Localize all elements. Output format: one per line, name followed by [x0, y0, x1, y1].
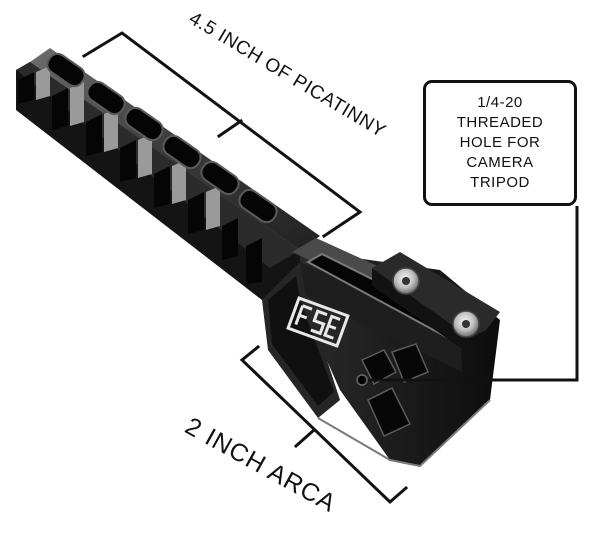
- callout-leader-line: [368, 206, 579, 382]
- callout-line: 1/4-20: [477, 94, 523, 111]
- screw-icon: [392, 267, 420, 295]
- callout-line: HOLE FOR: [459, 134, 541, 151]
- tripod-hole-callout: 1/4-20 THREADED HOLE FOR CAMERA TRIPOD: [423, 80, 577, 206]
- screw-icon: [452, 310, 480, 338]
- arca-block: [262, 238, 500, 468]
- picatinny-rail: [16, 48, 320, 300]
- arca-dimension-bracket: [239, 344, 409, 505]
- callout-line: CAMERA: [466, 154, 534, 171]
- picatinny-dimension-bracket: [81, 31, 363, 239]
- callout-line: THREADED: [456, 114, 544, 131]
- callout-line: TRIPOD: [470, 174, 530, 191]
- fse-logo: [286, 296, 350, 348]
